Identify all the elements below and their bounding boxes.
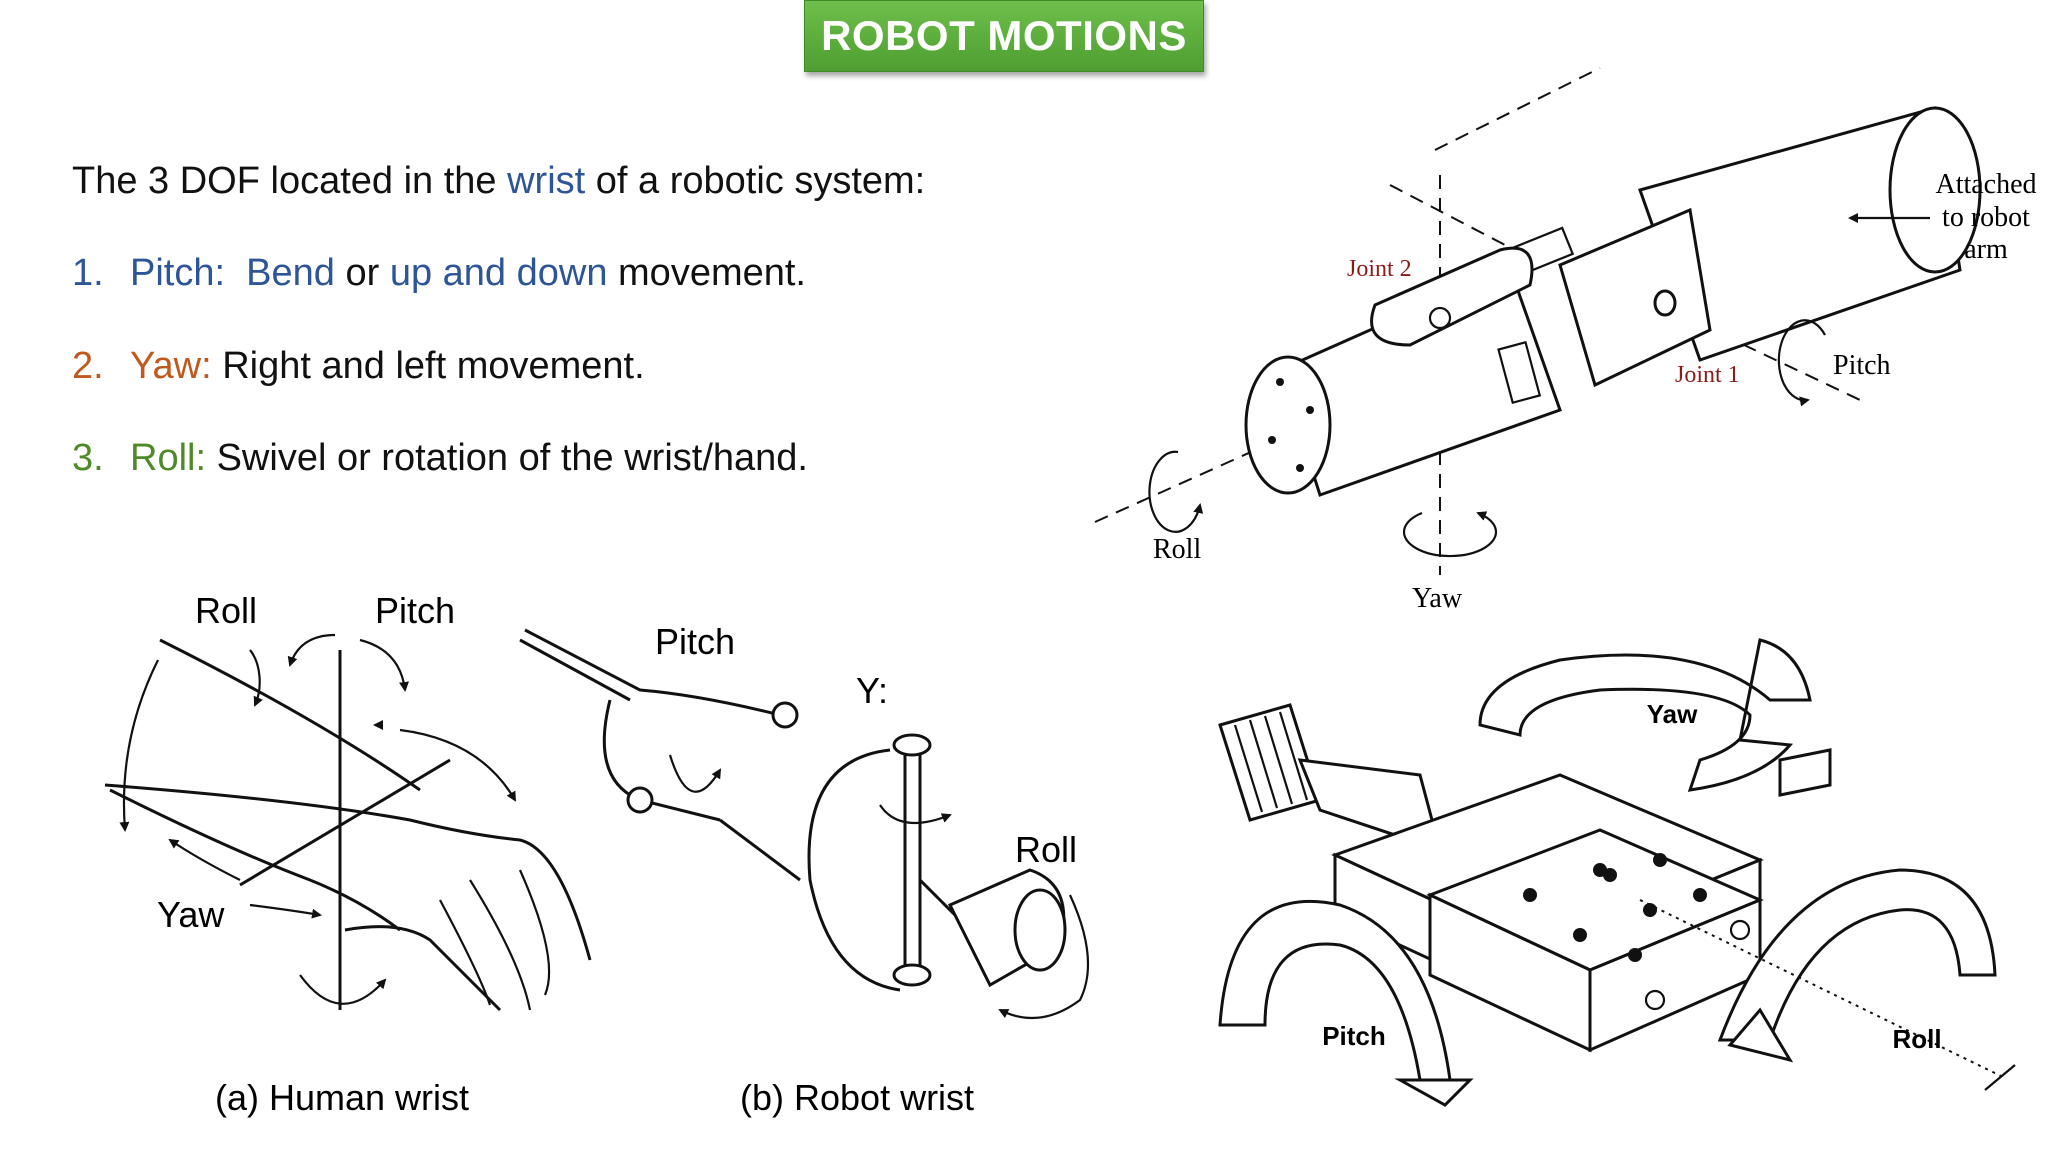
spindle-bottom xyxy=(892,963,932,987)
yaw-arc-end xyxy=(1778,748,1832,797)
yaw-label-h: Yaw xyxy=(157,894,225,935)
roll-arrow-h2 xyxy=(119,659,159,832)
caption-robot-wrist: (b) Robot wrist xyxy=(740,1077,974,1118)
pitch-arrow-bottom xyxy=(299,974,387,1005)
attached-line-3: arm xyxy=(1964,234,2008,265)
arm-cylinder-end xyxy=(1888,106,1982,274)
yaw-arrow-h2 xyxy=(249,903,322,919)
roll-arrow-h xyxy=(249,649,263,707)
slide-title: ROBOT MOTIONS xyxy=(804,0,1204,72)
list-label-roll: Roll: xyxy=(130,437,207,479)
knob-ridges xyxy=(1233,711,1309,813)
roll-label-s: Roll xyxy=(1892,1024,1941,1054)
roll-axis-stage xyxy=(1639,899,2006,1079)
diagonal-axis xyxy=(239,758,451,887)
list-number: 2. xyxy=(72,345,104,387)
forearm-outline xyxy=(104,638,592,1012)
roll-arc-arrowhead xyxy=(1727,1007,1794,1063)
pitch-label-s: Pitch xyxy=(1322,1021,1386,1051)
pitch-label-h: Pitch xyxy=(375,590,455,631)
yaw-label-s: Yaw xyxy=(1647,699,1698,729)
roll-axis-arm xyxy=(1434,67,1601,151)
yaw-arrow-r xyxy=(879,804,952,825)
roll-label: Roll xyxy=(1153,534,1201,565)
front-face xyxy=(1244,355,1332,495)
list-label-pitch: Pitch: xyxy=(130,252,226,294)
list-item-roll: 3. Roll: Swivel or rotation of the wrist/… xyxy=(72,437,808,480)
roll-arc xyxy=(1717,868,1997,1042)
roll-cylinder-face xyxy=(1013,888,1067,972)
pitch-arrow-h1 xyxy=(287,633,336,667)
intro-text: The 3 DOF located in the wrist of a robo… xyxy=(72,160,925,203)
list-number: 3. xyxy=(72,437,104,479)
list-label-yaw: Yaw: xyxy=(130,345,212,387)
caption-human-wrist: (a) Human wrist xyxy=(215,1077,469,1118)
yaw-arrow xyxy=(1402,511,1498,558)
roll-label-h: Roll xyxy=(195,590,257,631)
fingers xyxy=(439,869,551,1011)
wrist-joint-diagram: Joint 2 Joint 1 Attached to robot arm Pi… xyxy=(1094,67,2037,614)
roll-arrow xyxy=(1148,450,1204,533)
screw-2 xyxy=(1729,919,1751,941)
spindle-top xyxy=(892,733,932,757)
joint2-pin xyxy=(1428,306,1452,330)
robot-arm-rod-2 xyxy=(519,638,631,702)
list-rest: movement. xyxy=(607,252,806,294)
yaw-label: Yaw xyxy=(1412,583,1463,614)
list-term-bend: Bend xyxy=(246,252,335,294)
pitch-arrow-h2 xyxy=(359,638,409,692)
yaw-arc xyxy=(1478,638,1812,792)
pitch-label-r: Pitch xyxy=(655,621,735,662)
human-wrist-diagram: Roll Pitch Yaw (a) Human wrist xyxy=(104,590,592,1118)
list-join: or xyxy=(334,252,390,294)
pitch-arrow xyxy=(1777,319,1826,407)
clevis-plate xyxy=(1558,207,1712,388)
list-rest: Swivel or rotation of the wrist/hand. xyxy=(206,437,808,479)
roll-label-r: Roll xyxy=(1015,829,1077,870)
screw xyxy=(1644,989,1666,1011)
pitch-label: Pitch xyxy=(1833,350,1891,381)
robot-arm-rod xyxy=(524,628,781,717)
list-item-yaw: 2. Yaw: Right and left movement. xyxy=(72,345,645,388)
joint2-label: Joint 2 xyxy=(1347,256,1412,282)
yaw-yoke xyxy=(807,748,901,992)
pitch-arc xyxy=(1218,899,1452,1082)
intro-prefix: The 3 DOF located in the xyxy=(72,160,508,202)
roll-arrow-r xyxy=(998,894,1090,1020)
list-number: 1. xyxy=(72,252,104,294)
yaw-label-r: Y: xyxy=(856,670,888,711)
list-rest: Right and left movement. xyxy=(211,345,645,387)
pitch-yoke xyxy=(602,699,721,822)
yaw-arrow-h1 xyxy=(168,838,241,881)
attached-line-1: Attached xyxy=(1935,169,2036,200)
pitch-nut xyxy=(626,786,654,814)
attached-line-2: to robot xyxy=(1942,202,2030,233)
intro-highlight-wrist: wrist xyxy=(507,160,586,202)
pitch-arrow-r xyxy=(668,754,722,793)
robot-wrist-diagram: Pitch Y: Roll (b) Robot wrist xyxy=(519,621,1090,1118)
link-rod xyxy=(719,818,801,882)
pitch-arc-arrowhead xyxy=(1394,1078,1474,1107)
joint1-label: Joint 1 xyxy=(1675,362,1740,388)
list-term-up-down: up and down xyxy=(389,252,608,294)
roll-axis-tick xyxy=(1984,1064,2016,1091)
stage-diagram: Yaw Pitch Roll xyxy=(1218,638,2016,1107)
joint1-pin xyxy=(1653,289,1677,317)
joint2-tab xyxy=(1370,246,1534,347)
list-item-pitch: 1. Pitch: Bend or up and down movement. xyxy=(72,252,806,295)
front-slot xyxy=(1497,340,1542,405)
intro-suffix: of a robotic system: xyxy=(585,160,926,202)
pitch-arrow-h3 xyxy=(399,728,517,802)
joint2-axis xyxy=(1389,184,1506,246)
pitch-nut-2 xyxy=(771,701,799,729)
